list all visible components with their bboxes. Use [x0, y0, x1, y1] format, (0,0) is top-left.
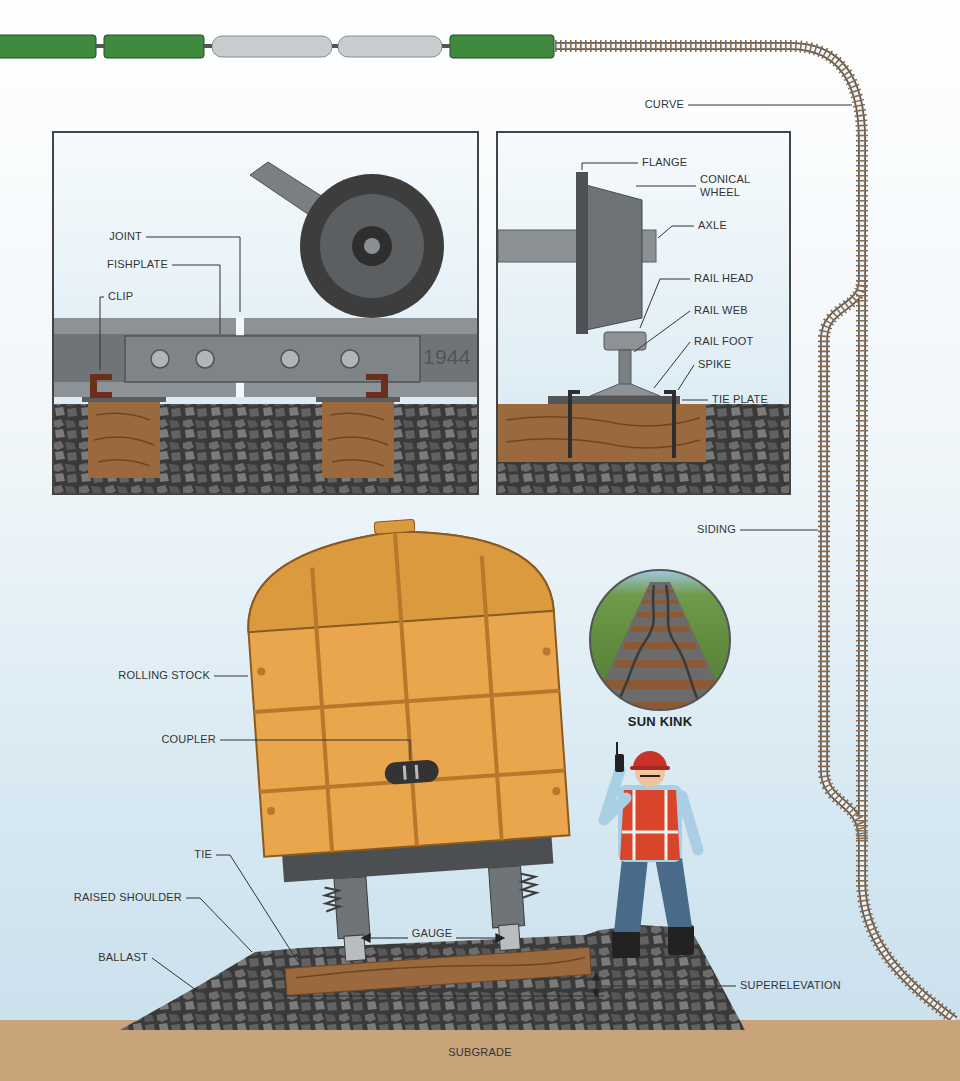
part-label: RAISED SHOULDER: [74, 891, 182, 904]
part-label: AXLE: [698, 219, 727, 232]
dimension-label: GAUGE: [408, 927, 457, 940]
part-label: CONICAL WHEEL: [700, 173, 780, 199]
part-label: RAIL FOOT: [694, 335, 753, 348]
part-label: RAIL HEAD: [694, 272, 753, 285]
part-label: ROLLING STOCK: [118, 669, 210, 682]
part-label: TIE PLATE: [712, 393, 768, 406]
dimension-label: SUPERELEVATION: [740, 979, 841, 992]
part-label: SPIKE: [698, 358, 731, 371]
part-label: COUPLER: [161, 733, 216, 746]
part-label: FISHPLATE: [107, 258, 168, 271]
track-label: SIDING: [697, 523, 736, 536]
part-label: TIE: [194, 848, 212, 861]
part-label: FLANGE: [642, 156, 687, 169]
rail-stamp: 1944: [423, 344, 471, 369]
part-label: CLIP: [108, 290, 133, 303]
track-label: CURVE: [645, 98, 684, 111]
inset-caption: SUN KINK: [628, 714, 692, 730]
part-label: JOINT: [109, 230, 142, 243]
part-label: RAIL WEB: [694, 304, 748, 317]
part-label: BALLAST: [98, 951, 148, 964]
ground-label: SUBGRADE: [448, 1046, 511, 1059]
